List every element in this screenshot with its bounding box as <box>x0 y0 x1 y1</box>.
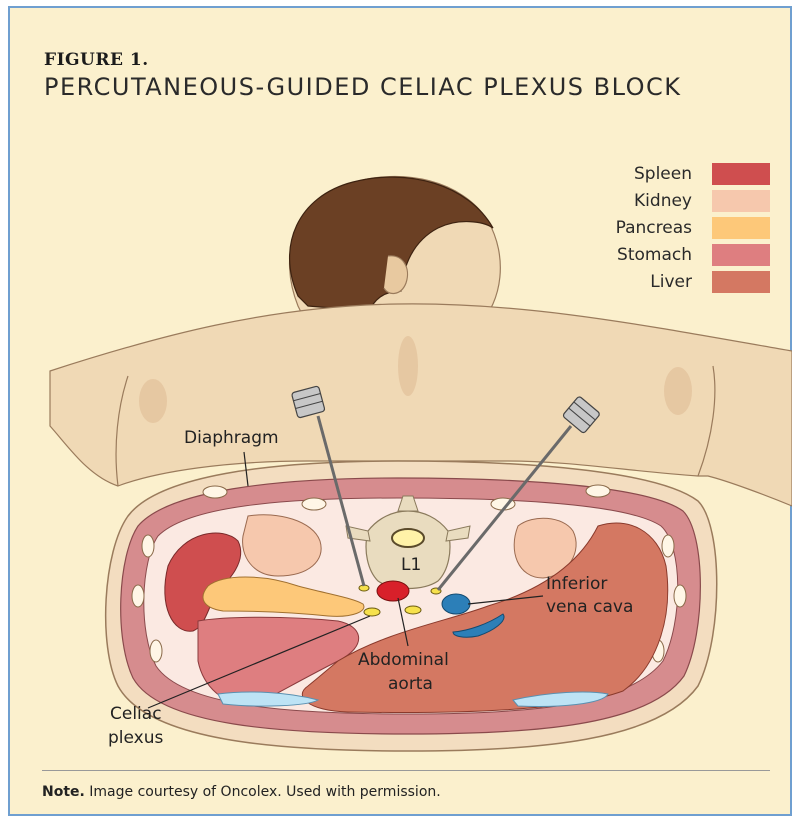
inferior-vena-cava <box>442 594 470 614</box>
ivc-label-line1: Inferior <box>546 574 607 594</box>
abdominal-aorta <box>377 581 409 601</box>
anatomical-illustration: Diaphragm L1 Inferior vena cava Abdomina… <box>8 6 792 766</box>
diaphragm-label: Diaphragm <box>184 428 279 448</box>
figure-note: Note. Image courtesy of Oncolex. Used wi… <box>42 784 441 800</box>
aorta-label-line2: aorta <box>388 674 433 694</box>
aorta-label-line1: Abdominal <box>358 650 449 670</box>
vertebra-label: L1 <box>401 555 421 575</box>
vertebra-body <box>366 511 450 589</box>
ear <box>384 256 407 294</box>
note-divider <box>42 770 770 771</box>
celiac-ganglion <box>364 608 380 616</box>
celiac-label-line2: plexus <box>108 728 164 748</box>
note-text: Image courtesy of Oncolex. Used with per… <box>85 784 441 800</box>
celiac-label-line1: Celiac <box>110 704 162 724</box>
note-prefix: Note. <box>42 784 85 800</box>
celiac-ganglion <box>405 606 421 614</box>
spinal-canal <box>392 529 424 547</box>
ivc-label-line2: vena cava <box>546 597 633 617</box>
